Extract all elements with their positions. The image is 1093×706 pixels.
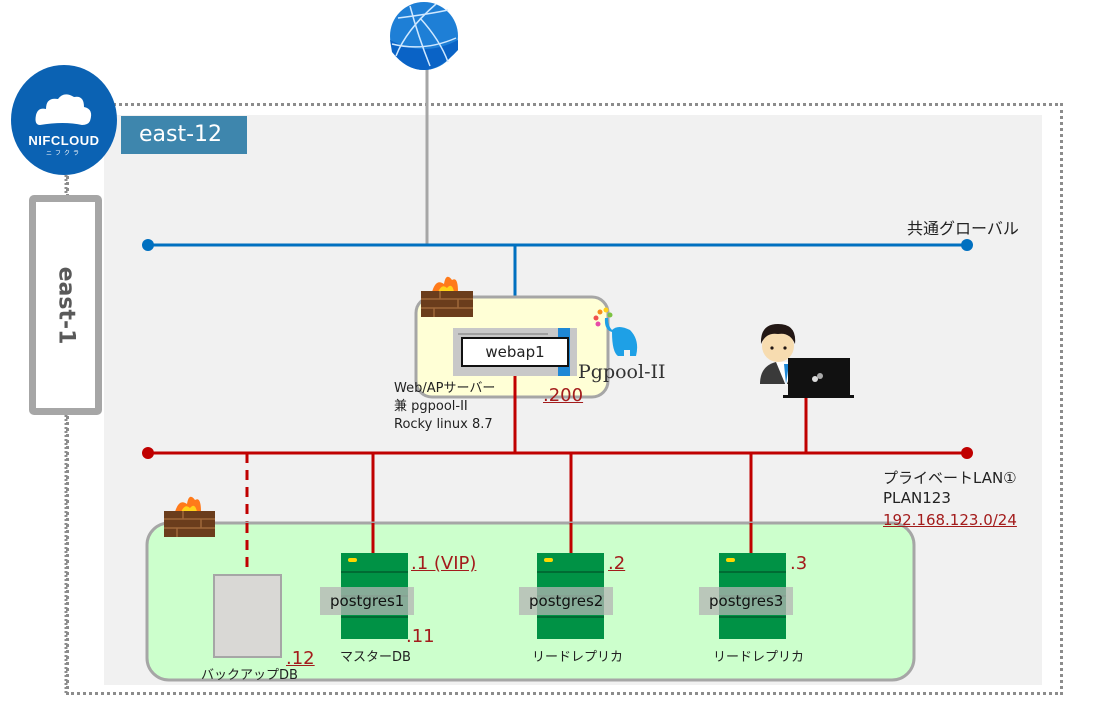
- private-network-cidr[interactable]: 192.168.123.0/24: [883, 511, 1017, 529]
- global-network-endpoint: [961, 239, 973, 251]
- firewall-icon-webap: [421, 276, 473, 317]
- postgres2-ip[interactable]: .2: [608, 553, 625, 574]
- admin-with-laptop-icon: [760, 324, 854, 398]
- private-network-plan: PLAN123: [883, 489, 951, 507]
- postgres2-role: リードレプリカ: [532, 650, 624, 665]
- postgres1-ip: .11: [406, 626, 435, 647]
- zone-box: [29, 195, 102, 415]
- webap1-os: Rocky linux 8.7: [394, 417, 493, 432]
- postgres2-label[interactable]: postgres2: [519, 587, 614, 615]
- nifcloud-logo: NIFCLOUD ニフクラ: [11, 65, 117, 175]
- webap1-label[interactable]: webap1: [461, 337, 569, 367]
- postgres3-role: リードレプリカ: [713, 650, 805, 665]
- private-network-endpoint: [961, 447, 973, 459]
- zone-label-container: east-1: [29, 195, 102, 415]
- private-network-endpoint: [142, 447, 154, 459]
- webap1-ip-text[interactable]: .200: [543, 385, 584, 406]
- postgres1-role: マスターDB: [340, 650, 411, 665]
- pgpool-logo-text: Pgpool-II: [578, 361, 666, 383]
- private-network-name: プライベートLAN①: [883, 469, 1017, 487]
- webap1-description: Web/APサーバー 兼 pgpool-II Rocky linux 8.7: [394, 380, 495, 434]
- backup-ip-text[interactable]: .12: [286, 648, 315, 669]
- backup-role: バックアップDB: [201, 668, 298, 683]
- nifcloud-logo-text: NIFCLOUD: [28, 133, 100, 148]
- postgres1-label[interactable]: postgres1: [320, 587, 415, 615]
- zone-label: east-1: [53, 266, 79, 344]
- webap1-ip[interactable]: .200: [543, 385, 583, 406]
- backup-db-icon: [213, 574, 282, 658]
- postgres1-vip-text[interactable]: .1 (VIP): [411, 553, 477, 574]
- nifcloud-logo-subtext: ニフクラ: [45, 150, 82, 157]
- postgres3-label[interactable]: postgres3: [699, 587, 794, 615]
- global-network-endpoint: [142, 239, 154, 251]
- cloud-icon: [35, 94, 92, 125]
- postgres1-vip[interactable]: .1 (VIP): [411, 553, 476, 574]
- webap1-middleware: 兼 pgpool-II: [394, 399, 468, 414]
- globe-icon: [390, 2, 458, 70]
- region-label: east-12: [121, 116, 247, 154]
- postgres3-ip: .3: [790, 553, 808, 574]
- backup-ip[interactable]: .12: [286, 648, 315, 669]
- global-network-label: 共通グローバル: [907, 219, 1019, 238]
- webap1-role: Web/APサーバー: [394, 381, 496, 396]
- pgpool-logo-icon: [593, 307, 638, 356]
- postgres2-ip-text[interactable]: .2: [608, 553, 626, 574]
- firewall-icon-db: [164, 496, 215, 537]
